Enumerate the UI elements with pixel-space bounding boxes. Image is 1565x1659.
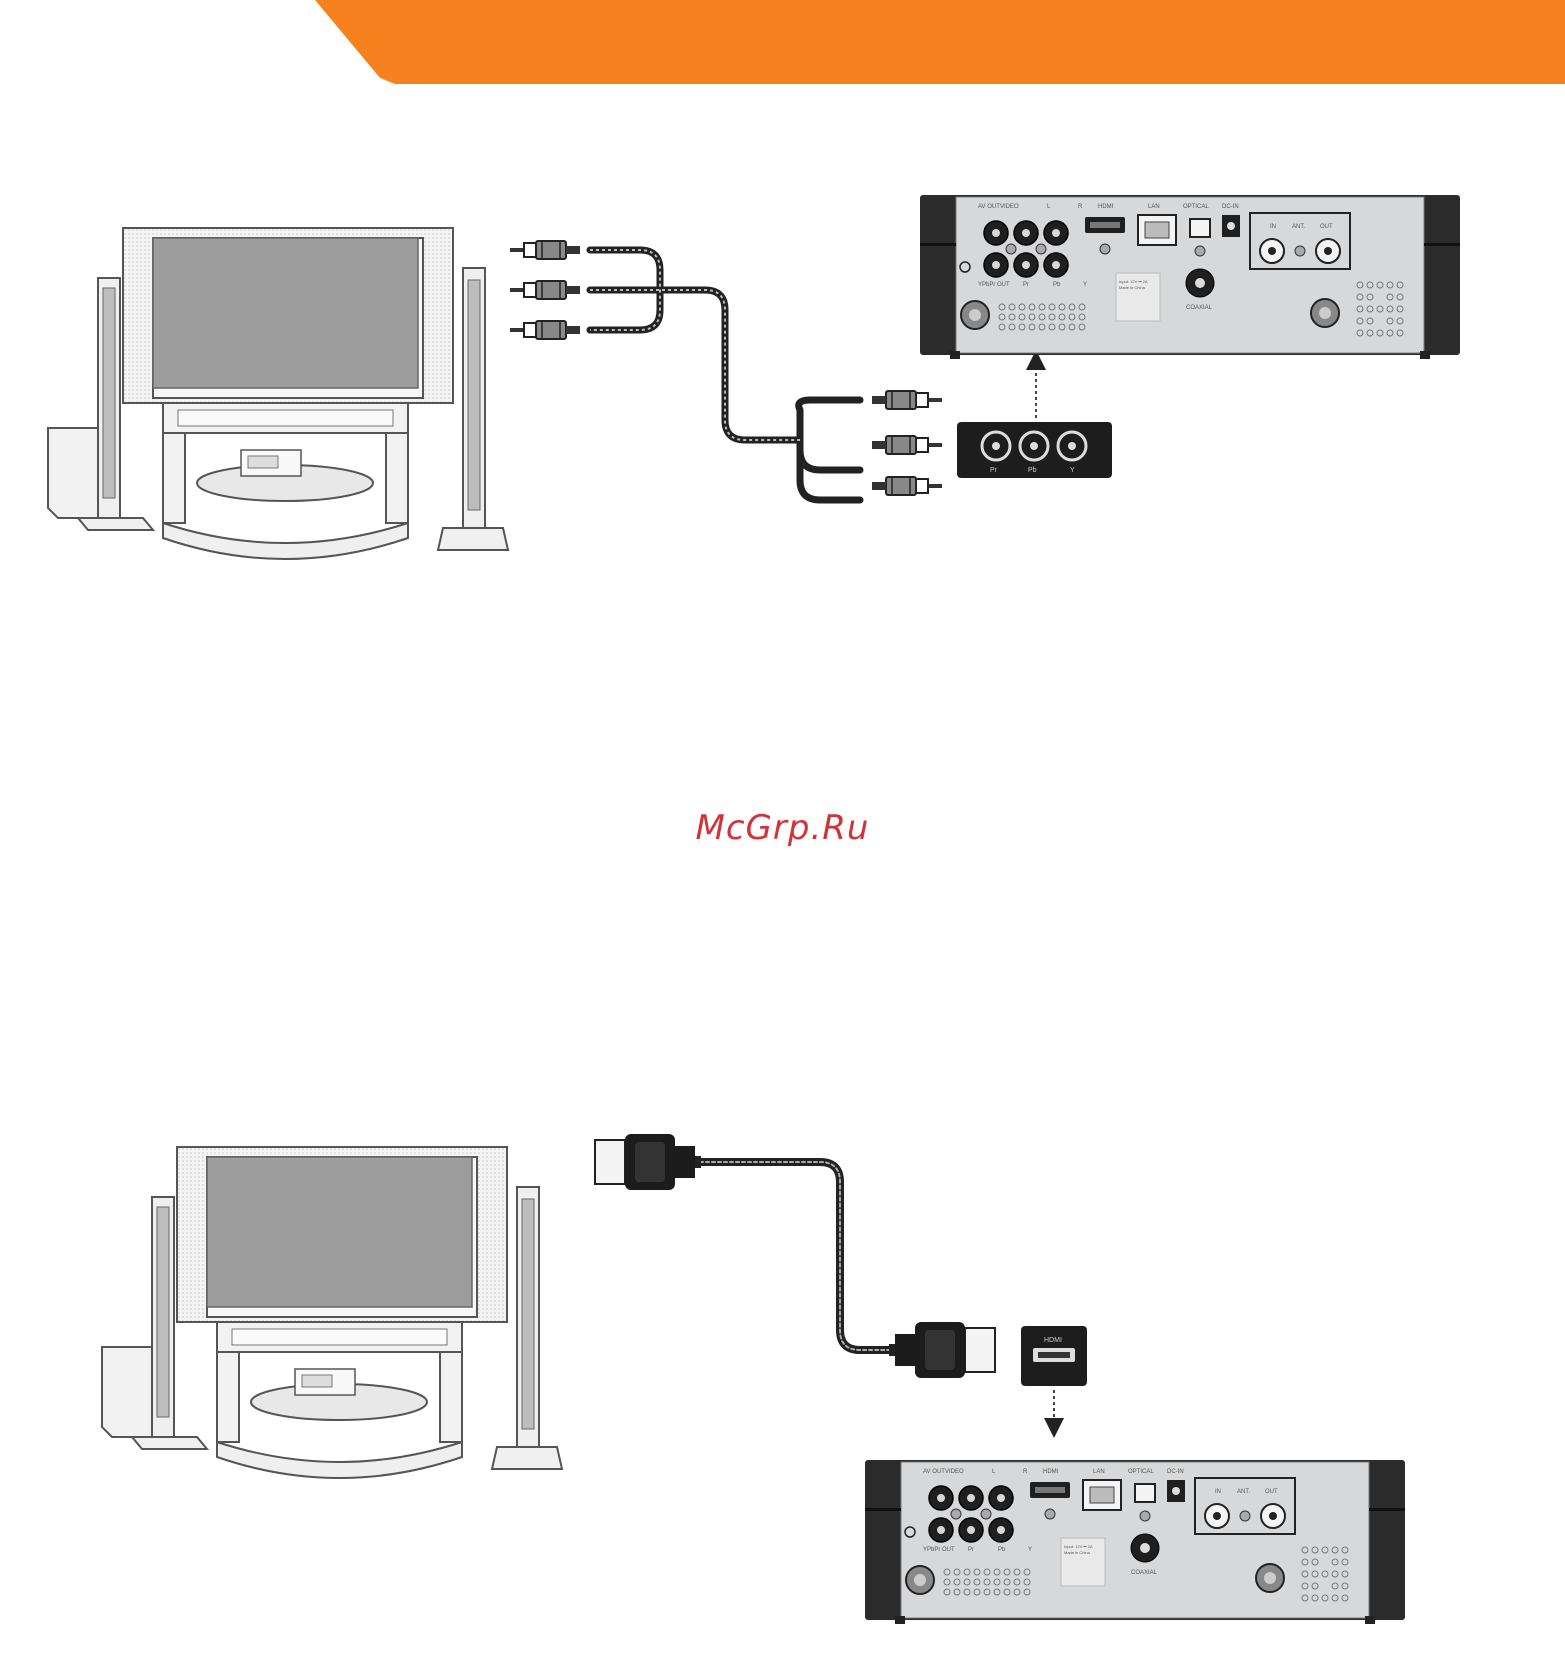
panel-label-optical: OPTICAL [1183,204,1209,210]
panel-label-r: R [1023,1469,1028,1475]
watermark: McGrp.Ru [0,808,1565,848]
panel-rating-line1: Input: 12V ⎓ 2A [1064,1544,1093,1549]
panel-label-pb: Pb [998,1547,1006,1553]
media-player-icon: AV OUT VIDEO L R HDMI LAN OPTICAL DC-IN … [865,1460,1405,1624]
panel-label-ypbpr-out: YPbPr OUT [923,1547,955,1553]
panel-label-ant: ANT. [1292,224,1305,230]
panel-label-y: Y [1083,282,1087,288]
panel-label-av-out: AV OUT [978,204,1000,210]
panel-label-out: OUT [1320,224,1333,230]
panel-label-r: R [1078,204,1083,210]
hdmi-callout-label: HDMI [1044,1337,1062,1344]
component-connection-diagram: Pr Pb Y AV OUT VIDEO L R HDMI LAN OPTICA… [0,150,1565,570]
panel-label-pb: Pb [1053,282,1061,288]
home-theater-icon [102,1147,562,1478]
home-theater-icon [48,228,508,559]
component-jack-callout: Pr Pb Y [957,422,1112,478]
hdmi-connection-diagram: HDMI AV OUT VIDEO L R HDMI LAN OPTICAL D… [0,1090,1565,1659]
panel-rating-line2: Made in China [1119,285,1146,290]
callout-label-pb: Pb [1028,467,1037,474]
panel-label-lan: LAN [1148,204,1160,210]
panel-label-hdmi: HDMI [1043,1469,1059,1475]
callout-label-y: Y [1070,467,1075,474]
panel-label-lan: LAN [1093,1469,1105,1475]
media-player-icon: AV OUT VIDEO L R HDMI LAN OPTICAL DC-IN … [920,195,1460,359]
callout-label-pr: Pr [990,467,998,474]
hdmi-plug-icon [595,1134,701,1190]
rca-plug-icon [510,241,580,339]
panel-label-optical: OPTICAL [1128,1469,1154,1475]
panel-label-in: IN [1270,224,1276,230]
panel-label-pr: Pr [1023,282,1029,288]
panel-label-ypbpr-out: YPbPr OUT [978,282,1010,288]
panel-label-video: VIDEO [945,1469,964,1475]
panel-label-video: VIDEO [1000,204,1019,210]
header-accent-band [0,0,1565,86]
rca-plug-icon [872,391,942,495]
panel-label-out: OUT [1265,1489,1278,1495]
arrow-up-icon [1026,350,1046,418]
panel-label-hdmi: HDMI [1098,204,1114,210]
panel-rating-line1: Input: 12V ⎓ 2A [1119,279,1148,284]
panel-label-dc-in: DC-IN [1222,204,1239,210]
panel-label-coaxial: COAXIAL [1131,1570,1158,1576]
hdmi-plug-icon [889,1322,995,1378]
panel-label-ant: ANT. [1237,1489,1250,1495]
panel-label-dc-in: DC-IN [1167,1469,1184,1475]
panel-rating-line2: Made in China [1064,1550,1091,1555]
panel-label-av-out: AV OUT [923,1469,945,1475]
panel-label-y: Y [1028,1547,1032,1553]
panel-label-coaxial: COAXIAL [1186,305,1213,311]
panel-label-pr: Pr [968,1547,974,1553]
arrow-down-icon [1044,1390,1064,1438]
hdmi-cable [700,1162,905,1350]
hdmi-port-callout: HDMI [1021,1326,1087,1386]
panel-label-in: IN [1215,1489,1221,1495]
